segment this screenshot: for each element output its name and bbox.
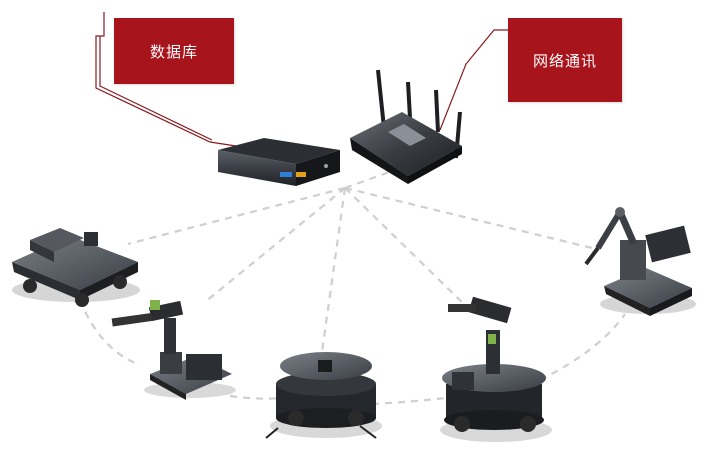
link-router-hub (344, 168, 396, 190)
network-callout-line (439, 29, 508, 131)
database-label: 数据库 (114, 18, 234, 84)
link-robot-b (204, 187, 346, 303)
robot-d-device (440, 296, 552, 442)
network-label: 网络通讯 (508, 18, 622, 102)
mini-pc-device (218, 138, 340, 186)
database-callout-line-inner (99, 36, 213, 141)
ring-left-lower (78, 299, 141, 367)
connector-lines (78, 168, 626, 406)
robot-e-device (584, 207, 696, 316)
callout-lines (95, 12, 508, 147)
link-robot-e (344, 186, 593, 250)
robot-c-device (265, 352, 382, 439)
ring-bottom-left (229, 394, 281, 400)
router-device (350, 69, 462, 184)
robot-a-device (12, 228, 140, 307)
link-robot-c (320, 187, 347, 353)
database-callout-line (95, 12, 237, 147)
database-label-text: 数据库 (149, 42, 198, 61)
link-robot-a (127, 186, 346, 246)
robot-b-device (111, 300, 236, 400)
network-label-text: 网络通讯 (532, 51, 597, 70)
link-robot-d (344, 187, 471, 311)
ring-right-lower (539, 313, 626, 381)
ring-bottom-mid (371, 396, 447, 406)
